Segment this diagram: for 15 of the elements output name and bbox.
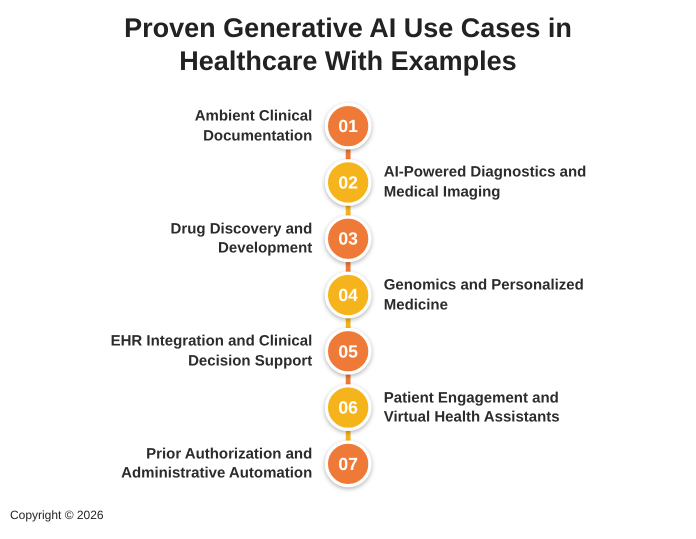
step-description: Ambient Clinical Documentation xyxy=(194,106,312,146)
connector xyxy=(346,373,350,386)
step-description: Patient Engagement and Virtual Health Assistants xyxy=(384,388,561,428)
step-description: EHR Integration and Clinical Decision Support xyxy=(110,332,312,371)
step-description: Drug Discovery and Development xyxy=(170,219,312,258)
step-description: Genomics and Personalized Medicine xyxy=(384,276,585,314)
connector xyxy=(346,204,350,217)
connector xyxy=(346,260,350,274)
copyright-text: Copyright © 2026 xyxy=(10,508,104,522)
connector xyxy=(346,316,350,330)
step-description: AI-Powered Diagnostics and Medical Imaging xyxy=(384,162,588,202)
connector xyxy=(346,429,350,442)
connector xyxy=(346,148,350,161)
step-description: Prior Authorization and Administrative Automation xyxy=(120,444,312,484)
title: Proven Generative AI Use Cases in Healthcare With Examples xyxy=(123,12,573,78)
